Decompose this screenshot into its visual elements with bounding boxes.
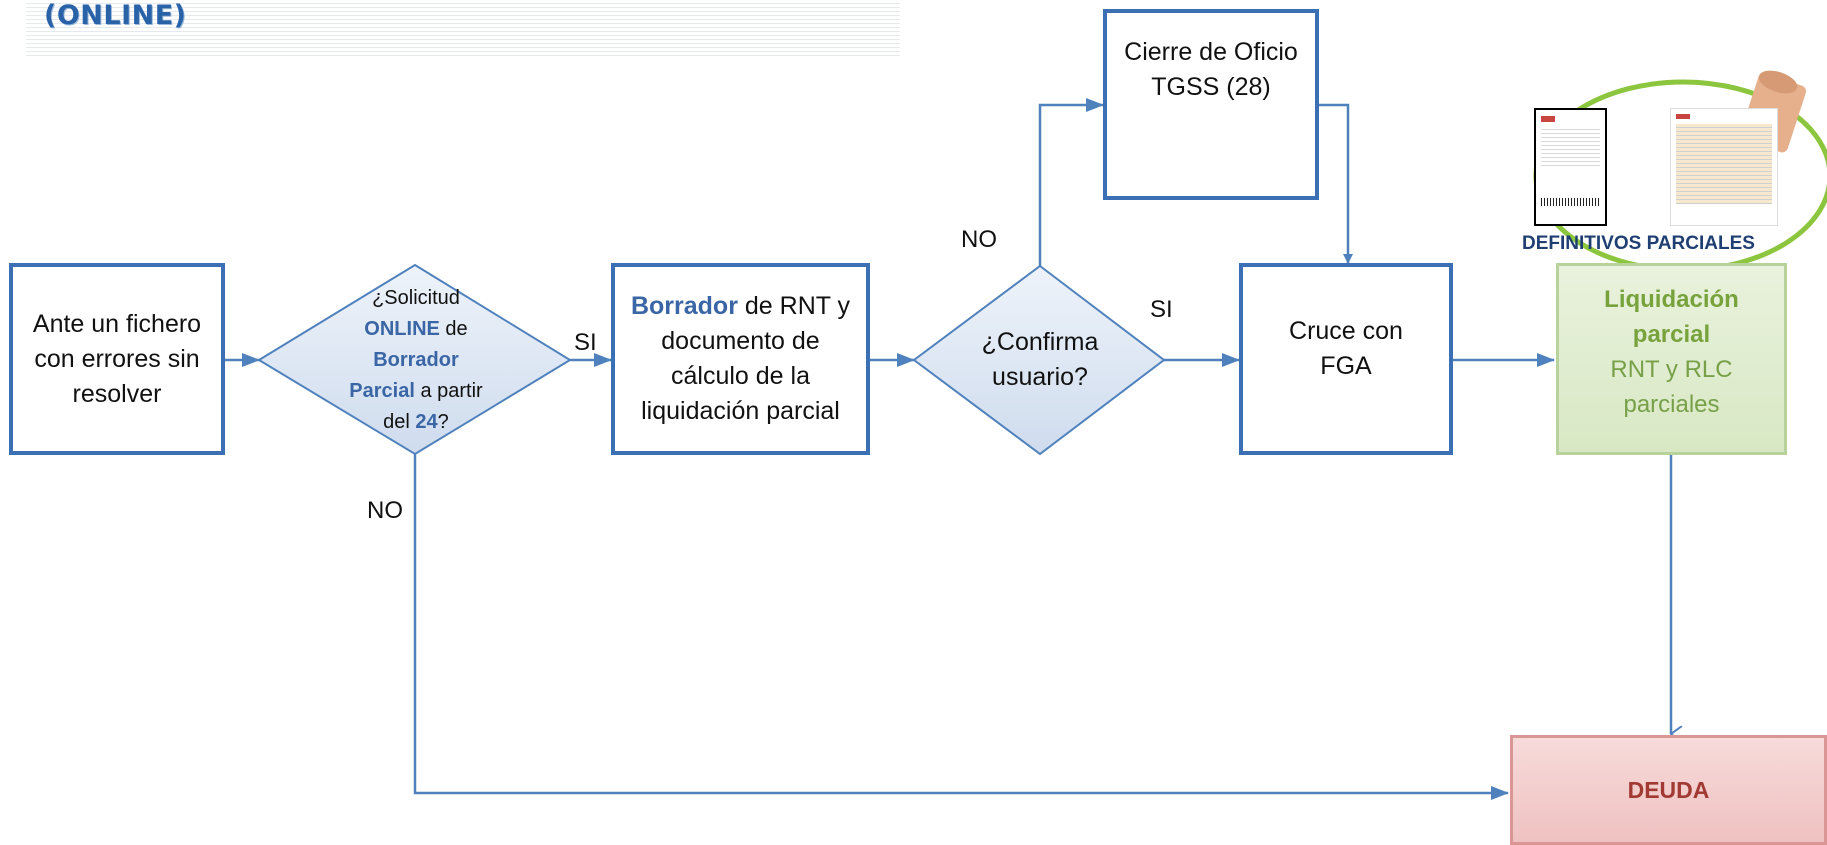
decision-diamond-2: [912, 264, 1166, 456]
cierre-box: Cierre de Oficio TGSS (28): [1103, 9, 1319, 200]
decision2-label: ¿Confirma usuario?: [981, 328, 1099, 391]
cruce-label: Cruce con FGA: [1289, 317, 1403, 380]
draft-box: Borrador de RNT y documento de cálculo d…: [611, 263, 870, 455]
arrow-decision1-deuda: [413, 454, 1509, 800]
decision1-label: ¿Solicitud ONLINE de Borrador Parcial a …: [349, 286, 483, 433]
arrow-cierre-cruce: [1319, 103, 1353, 264]
cierre-label: Cierre de Oficio TGSS (28): [1124, 37, 1298, 101]
deuda-box: DEUDA: [1510, 735, 1827, 845]
cruce-box: Cruce con FGA: [1239, 263, 1453, 455]
page-title: (ONLINE): [44, 0, 187, 31]
start-box: Ante un fichero con errores sin resolver: [9, 263, 225, 455]
edge-label-no-2: NO: [961, 226, 997, 253]
edge-label-no-1: NO: [367, 497, 403, 524]
arrow-decision2-cierre: [1038, 98, 1104, 266]
edge-label-si-2: SI: [1150, 296, 1173, 323]
document-thumbnail-icon: [1534, 108, 1607, 226]
header-decoration: [26, 0, 900, 58]
document-thumbnail-icon: [1670, 108, 1778, 226]
start-label: Ante un fichero con errores sin resolver: [32, 309, 202, 408]
edge-label-si-1: SI: [574, 329, 597, 356]
liquidacion-box: Liquidación parcial RNT y RLC parciales: [1556, 263, 1787, 455]
definitivos-label: DEFINITIVOS PARCIALES: [1522, 233, 1755, 254]
